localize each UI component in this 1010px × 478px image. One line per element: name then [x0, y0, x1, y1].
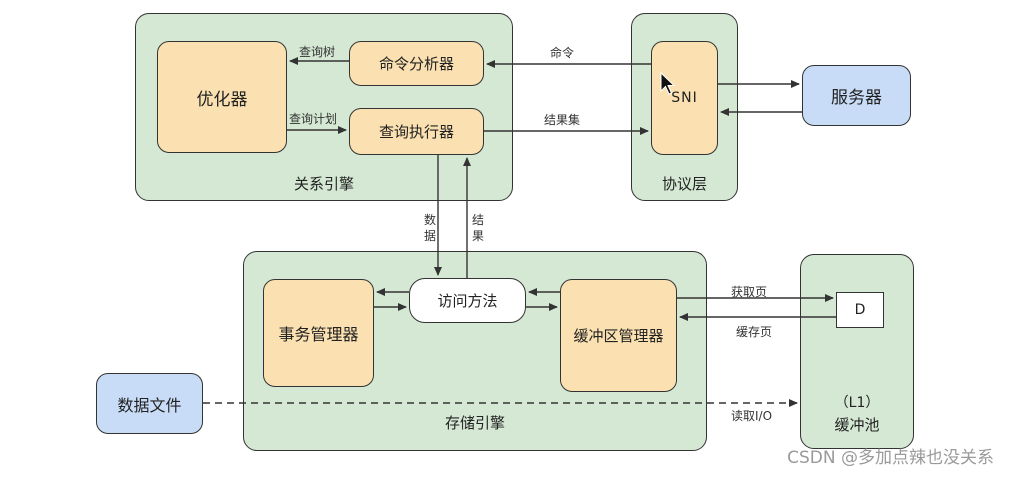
buffer-pool-level: （L1）	[834, 395, 880, 411]
data-file-node: 数据文件	[96, 373, 203, 434]
storage-engine-label: 存储引擎	[444, 414, 505, 432]
edge-label-query-tree: 查询树	[299, 45, 336, 59]
server-label: 服务器	[831, 88, 882, 108]
command-analyzer-node: 命令分析器	[349, 41, 484, 86]
transaction-manager-label: 事务管理器	[278, 325, 359, 344]
data-page-node: D	[836, 292, 884, 328]
optimizer-node: 优化器	[157, 41, 287, 153]
protocol-layer-label: 协议层	[661, 175, 707, 193]
buffer-pool-label: 缓冲池	[834, 416, 880, 434]
data-page-label: D	[854, 302, 866, 318]
edge-label-cache-page: 缓存页	[736, 325, 773, 339]
edge-label-get-page: 获取页	[731, 285, 768, 299]
query-executor-label: 查询执行器	[378, 123, 454, 141]
edge-label-query-plan: 查询计划	[289, 112, 338, 126]
watermark-text: CSDN @多加点辣也没关系	[787, 448, 994, 468]
mouse-cursor-icon	[660, 72, 676, 95]
transaction-manager-node: 事务管理器	[263, 279, 374, 387]
command-analyzer-label: 命令分析器	[378, 55, 454, 73]
edge-label-result-set: 结果集	[544, 113, 581, 127]
edge-label-read-io: 读取I/O	[731, 409, 773, 423]
query-executor-node: 查询执行器	[349, 108, 484, 155]
data-file-label: 数据文件	[117, 395, 182, 415]
access-method-label: 访问方法	[437, 292, 498, 310]
sni-node: SNI	[651, 41, 718, 155]
server-node: 服务器	[802, 65, 911, 126]
relation-engine-label: 关系引擎	[293, 175, 354, 193]
buffer-manager-node: 缓冲区管理器	[560, 279, 677, 392]
edge-label-command: 命令	[550, 46, 575, 60]
access-method-node: 访问方法	[409, 278, 526, 323]
sni-label: SNI	[671, 90, 698, 106]
optimizer-label: 优化器	[196, 89, 248, 110]
edge-label-result: 结 果	[472, 213, 485, 243]
buffer-manager-label: 缓冲区管理器	[573, 327, 664, 345]
buffer-pool-group	[800, 254, 914, 449]
edge-label-data: 数 据	[424, 213, 437, 243]
